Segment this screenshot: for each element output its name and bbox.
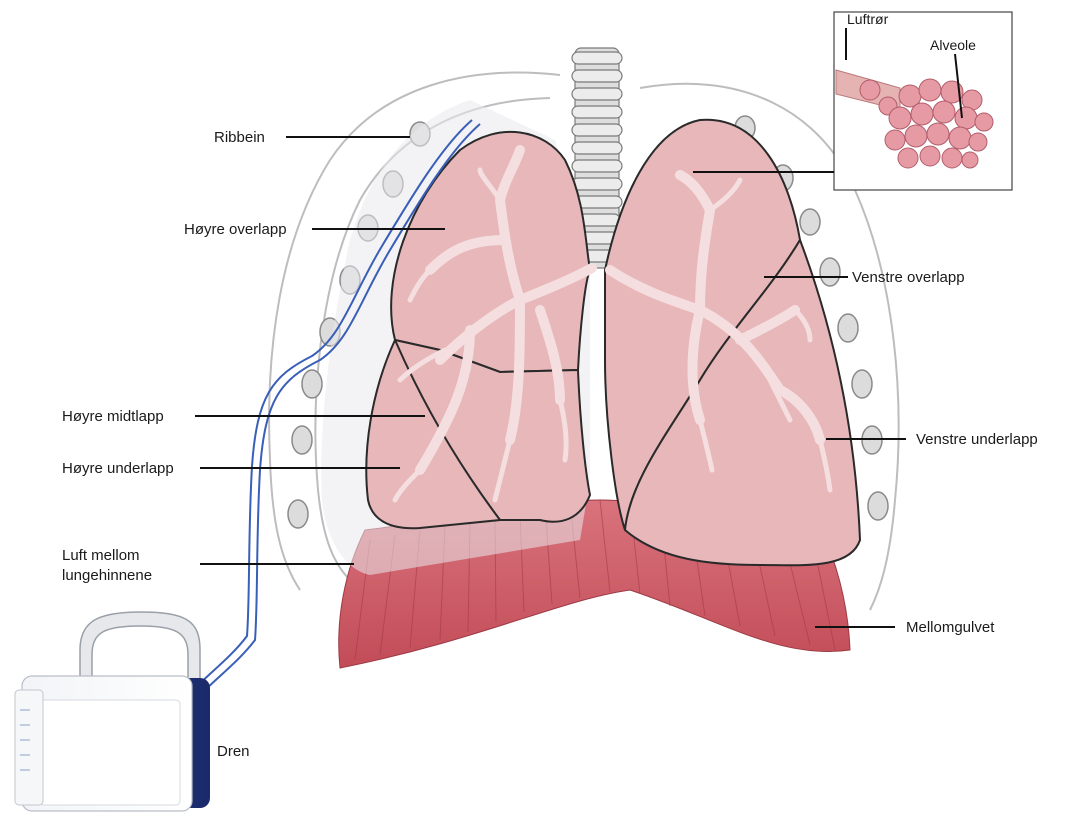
label-right-middle-lobe: Høyre midtlapp: [62, 408, 164, 425]
label-ribs: Ribbein: [214, 129, 265, 146]
label-drain: Dren: [217, 743, 250, 760]
label-left-upper-lobe: Venstre overlapp: [852, 269, 965, 286]
inset-label-alveolus: Alveole: [930, 37, 976, 53]
label-right-lower-lobe: Høyre underlapp: [62, 460, 174, 477]
label-pleural-air-line2: lungehinnene: [62, 567, 152, 584]
inset-label-trachea: Luftrør: [847, 11, 889, 27]
alveoli-inset: Luftrør Alveole: [834, 11, 1012, 190]
drain-device: [15, 612, 210, 811]
label-diaphragm: Mellomgulvet: [906, 619, 995, 636]
label-left-lower-lobe: Venstre underlapp: [916, 431, 1038, 448]
left-lung: [605, 120, 860, 566]
label-right-upper-lobe: Høyre overlapp: [184, 221, 287, 238]
label-pleural-air-line1: Luft mellom: [62, 547, 140, 564]
